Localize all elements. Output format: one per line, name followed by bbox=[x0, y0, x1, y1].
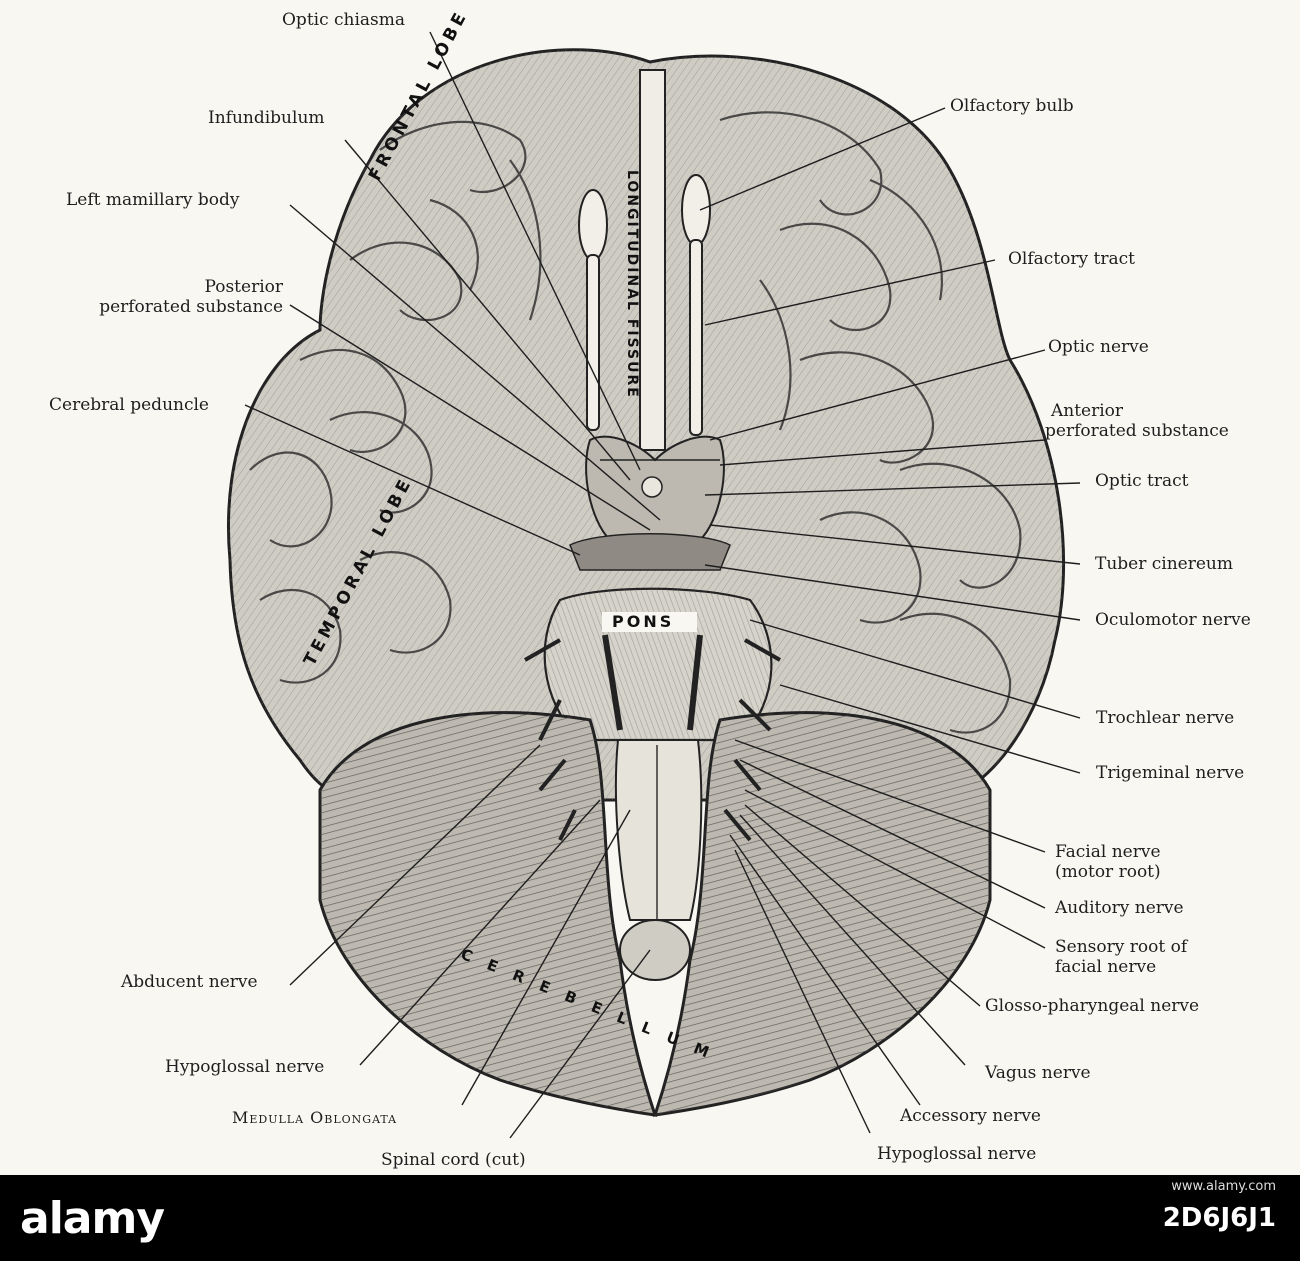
label-medulla-oblongata: Medulla Oblongata bbox=[232, 1108, 398, 1127]
label-hypoglossal-nerve-right: Hypoglossal nerve bbox=[877, 1144, 1037, 1164]
label-glosso-pharyngeal-nerve: Glosso-pharyngeal nerve bbox=[985, 996, 1200, 1016]
cerebellum bbox=[318, 711, 992, 1117]
watermark-bar: alamy www.alamy.com 2D6J6J1 bbox=[0, 1175, 1300, 1261]
label-optic-chiasma: Optic chiasma bbox=[282, 10, 406, 30]
gyri-right bbox=[719, 111, 1022, 734]
label-abducent-nerve: Abducent nerve bbox=[121, 972, 258, 992]
label-vagus-nerve: Vagus nerve bbox=[985, 1063, 1091, 1083]
label-tuber-cinereum: Tuber cinereum bbox=[1095, 554, 1233, 574]
label-oculomotor-nerve: Oculomotor nerve bbox=[1095, 610, 1251, 630]
label-infundibulum: Infundibulum bbox=[208, 108, 325, 128]
brain-drawing bbox=[226, 31, 1081, 1139]
olfactory-structures bbox=[578, 174, 711, 436]
label-sensory-root: Sensory root of facial nerve bbox=[1055, 937, 1187, 977]
brainstem bbox=[543, 587, 773, 981]
label-left-mamillary-body: Left mamillary body bbox=[66, 190, 240, 210]
leader-lines bbox=[244, 31, 1081, 1139]
label-optic-nerve: Optic nerve bbox=[1048, 337, 1149, 357]
label-anterior-perforated-line2: perforated substance bbox=[1045, 421, 1229, 441]
label-optic-tract: Optic tract bbox=[1095, 471, 1189, 491]
pons-label: PONS bbox=[612, 612, 675, 631]
watermark-code: 2D6J6J1 bbox=[1162, 1203, 1276, 1233]
label-spinal-cord: Spinal cord (cut) bbox=[381, 1150, 526, 1170]
label-trochlear-nerve: Trochlear nerve bbox=[1096, 708, 1235, 728]
label-sensory-root-line2: facial nerve bbox=[1055, 957, 1157, 977]
nerve-roots bbox=[524, 638, 781, 842]
label-accessory-nerve: Accessory nerve bbox=[900, 1106, 1041, 1126]
label-olfactory-bulb: Olfactory bulb bbox=[950, 96, 1074, 116]
label-cerebral-peduncle: Cerebral peduncle bbox=[49, 395, 209, 415]
brain-base-illustration: FRONTAL LOBE LONGITUDINAL FISSURE TEMPOR… bbox=[40, 6, 1270, 1170]
label-olfactory-tract: Olfactory tract bbox=[1008, 249, 1135, 269]
label-anterior-perforated-substance: Anterior perforated substance bbox=[1045, 401, 1270, 441]
label-sensory-root-line1: Sensory root of bbox=[1055, 937, 1188, 957]
gyri-left bbox=[249, 120, 542, 684]
label-auditory-nerve: Auditory nerve bbox=[1055, 898, 1184, 918]
label-trigeminal-nerve: Trigeminal nerve bbox=[1096, 763, 1245, 783]
label-facial-nerve-line1: Facial nerve bbox=[1055, 842, 1161, 862]
label-facial-nerve-line2: (motor root) bbox=[1055, 862, 1161, 882]
label-anterior-perforated-line1: Anterior bbox=[1051, 401, 1124, 421]
watermark-logo: alamy bbox=[20, 1193, 165, 1244]
label-posterior-perforated-substance: Posterior perforated substance bbox=[40, 277, 283, 317]
label-facial-nerve: Facial nerve (motor root) bbox=[1055, 842, 1161, 882]
longitudinal-fissure-label: LONGITUDINAL FISSURE bbox=[624, 170, 640, 399]
label-hypoglossal-nerve-left: Hypoglossal nerve bbox=[165, 1057, 325, 1077]
central-region bbox=[569, 435, 731, 571]
label-posterior-perforated-line2: perforated substance bbox=[99, 297, 283, 317]
longitudinal-fissure bbox=[639, 69, 666, 451]
watermark-site: www.alamy.com bbox=[1171, 1179, 1276, 1194]
label-posterior-perforated-line1: Posterior bbox=[204, 277, 283, 297]
